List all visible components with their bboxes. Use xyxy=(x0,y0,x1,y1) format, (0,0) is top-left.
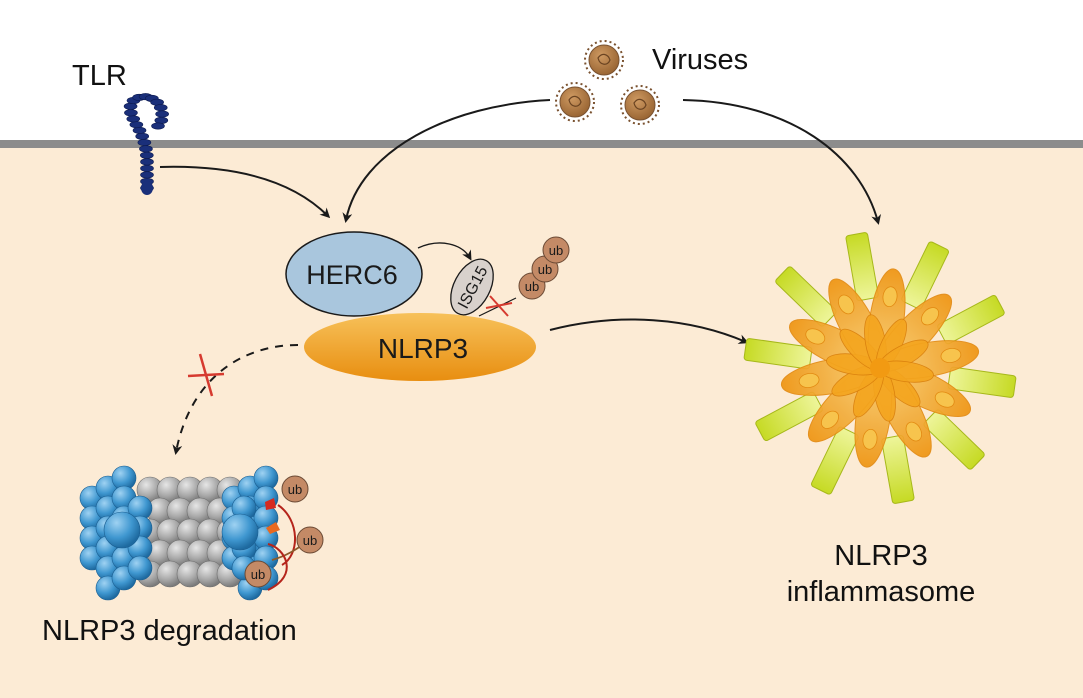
herc6-protein xyxy=(285,231,423,317)
herc6-label: HERC6 xyxy=(306,260,398,290)
virus-icon-2 xyxy=(555,82,595,122)
inflammasome-label-line2: inflammasome xyxy=(786,576,976,608)
arrow-nlrp3-to-inflammasome xyxy=(549,318,749,344)
ubiquitin-label: ub xyxy=(251,567,265,582)
tlr-label: TLR xyxy=(72,60,127,92)
ubiquitin-bead: ub xyxy=(296,526,324,554)
arrow-viruses-to-inflammasome xyxy=(682,99,882,225)
viruses-label: Viruses xyxy=(652,44,749,76)
nlrp3-degradation-label: NLRP3 degradation xyxy=(42,615,297,647)
cell-membrane xyxy=(0,140,1083,148)
inhibition-mark-ubiquitination xyxy=(478,295,517,317)
virus-icon-3 xyxy=(620,85,660,125)
inflammasome-icon xyxy=(743,232,1017,504)
arrow-tlr-to-herc6 xyxy=(159,165,331,219)
ubiquitin-bead: ub xyxy=(281,475,309,503)
virus-icon-1 xyxy=(584,40,624,80)
ubiquitin-bead: ub xyxy=(244,560,272,588)
inflammasome-label-line1: NLRP3 xyxy=(834,540,928,572)
ubiquitin-label: ub xyxy=(303,533,317,548)
ubiquitin-label: ub xyxy=(525,279,539,294)
tlr-receptor-icon xyxy=(123,93,169,195)
ubiquitin-label: ub xyxy=(549,243,563,258)
arrow-herc6-to-isg15 xyxy=(417,242,472,261)
arrow-nlrp3-to-degradation xyxy=(172,344,299,455)
nlrp3-label: NLRP3 xyxy=(378,333,468,364)
ubiquitin-label: ub xyxy=(538,262,552,277)
extracellular-space xyxy=(0,0,1083,142)
ubiquitin-label: ub xyxy=(288,482,302,497)
nlrp3-protein xyxy=(304,313,536,381)
inhibition-mark-degradation xyxy=(187,353,225,397)
degradation-ubiquitin-tags: ub ub ub xyxy=(244,475,324,591)
ubiquitin-chain-nlrp3: ub ub ub xyxy=(518,236,570,300)
proteasome-icon xyxy=(79,465,279,601)
arrow-viruses-to-herc6 xyxy=(342,99,551,223)
ubiquitin-bead: ub xyxy=(542,236,570,264)
